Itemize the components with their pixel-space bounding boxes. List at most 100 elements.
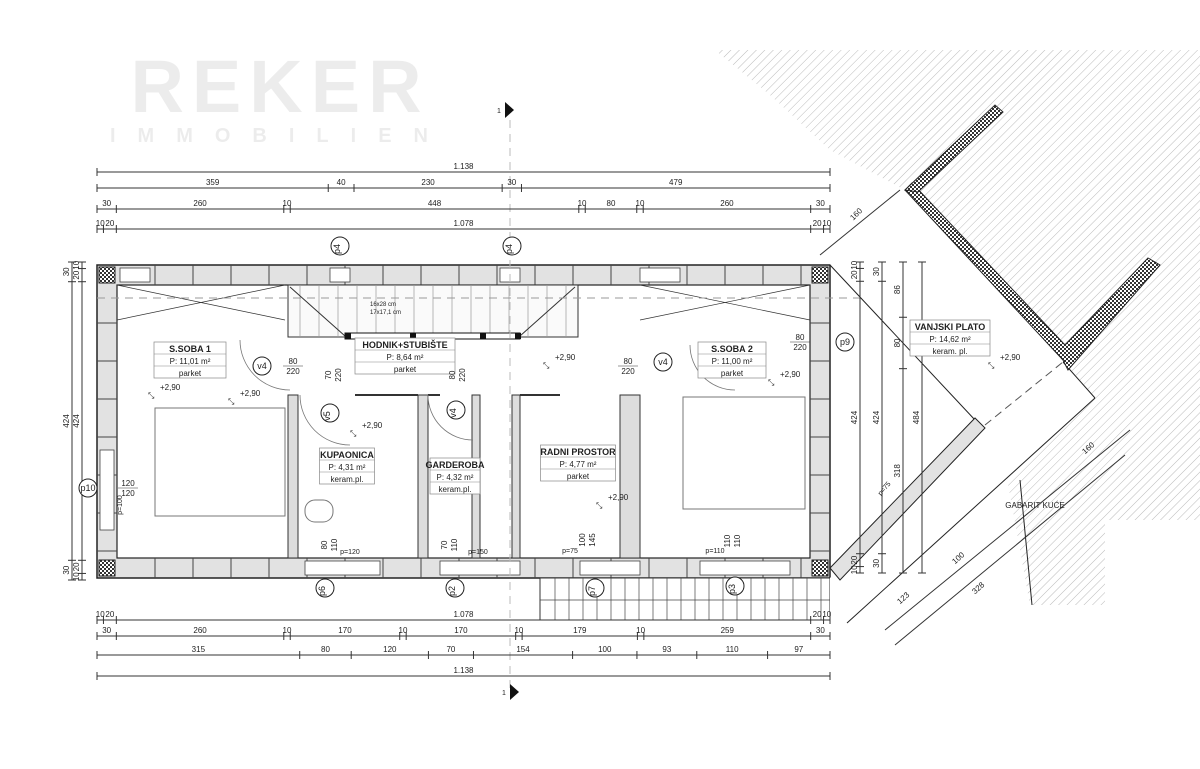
stair-note: 17x17,1 cm [370, 310, 401, 316]
room-floor: parket [721, 369, 744, 378]
stair-note: 16x28 cm [370, 302, 396, 308]
opening-tag-label: p9 [840, 337, 850, 347]
dimension-label: 259 [721, 626, 735, 635]
room-area: P: 11,00 m² [712, 357, 753, 366]
section-marker: 1 [502, 684, 519, 700]
dimension-label: 30 [62, 267, 71, 276]
room-floor: keram.pl. [439, 485, 472, 494]
sill-height-label: p=100 [117, 495, 124, 515]
level-marker-icon: ⤡ [148, 391, 155, 400]
opening-tag: p9 [835, 332, 855, 352]
dimension-label: 10 [283, 626, 292, 635]
room-name: KUPAONICA [320, 450, 374, 460]
dimension-label: 20 [72, 562, 81, 571]
opening-tag-label: p4 [504, 244, 514, 254]
dimension-label: 10 [578, 199, 587, 208]
opening-tag-label: p2 [447, 586, 457, 596]
dimension-label: 424 [62, 414, 71, 428]
dimension-label: 10 [72, 260, 81, 269]
opening-tag: p7 [585, 578, 605, 598]
opening-tag: v4 [252, 356, 272, 376]
level-marker-icon: ⤡ [768, 378, 775, 387]
section-arrow-icon [510, 684, 519, 700]
level-label: +2,90 [555, 353, 576, 362]
opening-height: 120 [121, 489, 135, 498]
dimension-label: 30 [507, 178, 516, 187]
dimension-label: 154 [516, 645, 530, 654]
opening-width: 100 [578, 533, 587, 547]
opening-tag: p10 [78, 478, 98, 498]
dimension-label: 170 [454, 626, 468, 635]
dimension-label: 30 [102, 199, 111, 208]
dimension-label: 424 [72, 414, 81, 428]
level-marker-icon: ⤡ [596, 501, 603, 510]
section-arrow-icon [505, 102, 514, 118]
dimension-label: 70 [446, 645, 455, 654]
room-floor: parket [567, 472, 590, 481]
opening-height: 220 [793, 343, 807, 352]
dimension-label: 120 [383, 645, 397, 654]
level-label: +2,90 [160, 383, 181, 392]
opening-tag-label: p3 [727, 584, 737, 594]
dimension-label: 20 [105, 610, 114, 619]
dimension-label: 424 [872, 410, 881, 424]
dimension-label: 315 [192, 645, 206, 654]
dimension-label: 20 [813, 219, 822, 228]
sill-height-label: p=110 [705, 548, 724, 555]
room-area: P: 4,31 m² [329, 463, 366, 472]
opening-height: 220 [334, 368, 343, 382]
dimension-label: 260 [193, 199, 207, 208]
opening-tag: p6 [315, 578, 335, 598]
dimension-label: 123 [895, 590, 911, 606]
opening-tag-label: p4 [332, 244, 342, 254]
dimension-label: 170 [338, 626, 352, 635]
room-floor: keram. pl. [932, 347, 967, 356]
opening-width: 110 [723, 534, 732, 547]
level-label: +2,90 [240, 389, 261, 398]
section-number: 1 [502, 690, 506, 697]
dimension-label: 93 [662, 645, 671, 654]
opening-tag: p2 [445, 578, 465, 598]
dimension-label: 40 [337, 178, 346, 187]
section-number: 1 [497, 108, 501, 115]
dimension-label: 30 [816, 199, 825, 208]
terrace [829, 104, 1161, 624]
opening-tag: p4 [502, 236, 522, 256]
sill-height-label: p=120 [340, 549, 360, 556]
opening-tag: v4 [653, 352, 673, 372]
dimension-label: 10 [636, 626, 645, 635]
sill-height-label: p=75 [877, 481, 893, 498]
dimension-label: 110 [726, 645, 739, 654]
room-area: P: 14,62 m² [929, 335, 971, 344]
opening-tag-label: v5 [322, 411, 332, 421]
dimension-label: 97 [794, 645, 803, 654]
room-area: P: 4,77 m² [560, 460, 597, 469]
dimension-label: 30 [872, 558, 881, 567]
dimension-label: 424 [850, 410, 859, 424]
opening-tag-label: v4 [658, 357, 668, 367]
room-floor: parket [394, 365, 417, 374]
terrain-hatch [715, 50, 1200, 605]
opening-height: 110 [330, 538, 339, 551]
opening-tag: v4 [446, 400, 466, 420]
opening-width: 80 [289, 357, 298, 366]
opening-tag-label: p7 [587, 586, 597, 596]
dimension-label: 10 [850, 565, 859, 574]
room-name: S.SOBA 1 [169, 344, 211, 354]
building-walls [96, 120, 990, 690]
dimension-label: 80 [321, 645, 330, 654]
opening-tag-label: v4 [257, 361, 267, 371]
dimension-label: 80 [607, 199, 616, 208]
opening-tag-label: p10 [80, 483, 95, 493]
